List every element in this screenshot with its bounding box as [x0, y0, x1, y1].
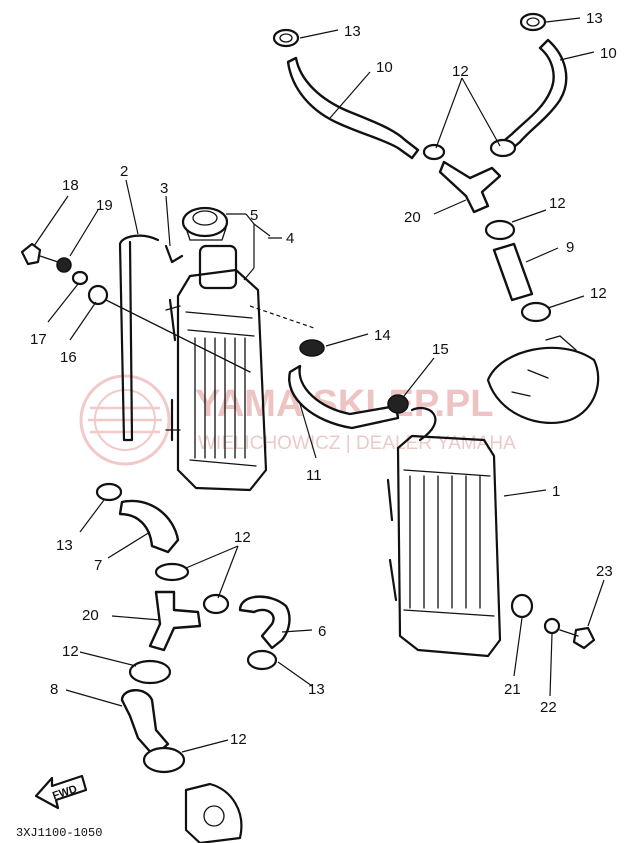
- diagram-code: 3XJ1100-1050: [16, 826, 102, 840]
- clip-3: [164, 244, 184, 264]
- clamp-12-lower-a: [154, 562, 190, 582]
- callout-8: 8: [50, 681, 58, 698]
- joint-20-lower: [148, 590, 202, 652]
- pump-housing-lower: [184, 782, 243, 843]
- hose-7: [118, 499, 180, 554]
- callout-16: 16: [60, 349, 77, 366]
- callout-20: 20: [404, 209, 421, 226]
- callout-20: 20: [82, 607, 99, 624]
- callout-13: 13: [344, 23, 361, 40]
- clamp-14: [299, 339, 325, 357]
- filler-neck: [198, 244, 238, 290]
- leader-lines: [33, 17, 605, 753]
- joint-20-upper: [438, 160, 502, 214]
- callout-13: 13: [586, 10, 603, 27]
- clamp-13-upper-right: [519, 12, 547, 32]
- callout-5: 5: [250, 207, 258, 224]
- callout-14: 14: [374, 327, 391, 344]
- breather-pipe: [118, 234, 160, 442]
- clamp-12-mid: [484, 219, 516, 241]
- callout-4: 4: [286, 230, 294, 247]
- callout-3: 3: [160, 180, 168, 197]
- callout-21: 21: [504, 681, 521, 698]
- callout-10: 10: [600, 45, 617, 62]
- clamp-12-lower-c: [128, 659, 172, 685]
- clamp-12-upper-a: [422, 143, 446, 161]
- fwd-arrow: FWD: [34, 774, 88, 810]
- clamp-13-lower-right: [246, 649, 278, 671]
- hose-6: [238, 595, 291, 650]
- callout-9: 9: [566, 239, 574, 256]
- radiator-left: [165, 244, 268, 492]
- callout-22: 22: [540, 699, 557, 716]
- bolt-18: [20, 242, 59, 266]
- callout-13: 13: [308, 681, 325, 698]
- callout-12: 12: [62, 643, 79, 660]
- hose-10-right: [498, 38, 568, 154]
- callout-2: 2: [120, 163, 128, 180]
- callout-15: 15: [432, 341, 449, 358]
- clamp-15: [387, 394, 409, 414]
- radiator-right: [386, 407, 502, 658]
- grommet-16: [87, 284, 109, 306]
- callout-6: 6: [318, 623, 326, 640]
- washer-19: [56, 257, 72, 273]
- clamp-13-lower-left: [95, 482, 123, 502]
- hose-10-left: [286, 56, 420, 160]
- lower-hose-assembly: [95, 482, 291, 843]
- callout-17: 17: [30, 331, 47, 348]
- clamp-12-lower-d: [142, 746, 186, 774]
- pump-cover-upper: [486, 335, 600, 425]
- callout-18: 18: [62, 177, 79, 194]
- clamp-12-lower-b: [202, 593, 230, 615]
- callout-23: 23: [596, 563, 613, 580]
- callout-12: 12: [590, 285, 607, 302]
- callout-12: 12: [452, 63, 469, 80]
- callout-11: 11: [306, 467, 322, 484]
- callout-labels: 13 13 10 10 12 12 12 20 9 18 2 3 19 5 4 …: [30, 10, 617, 748]
- grommet-21: [510, 593, 534, 619]
- callout-7: 7: [94, 557, 102, 574]
- hose-8: [120, 689, 170, 758]
- collar-17: [71, 270, 89, 286]
- callout-10: 10: [376, 59, 393, 76]
- clamp-12-lower: [520, 301, 552, 323]
- callout-12: 12: [230, 731, 247, 748]
- clamp-12-upper-b: [489, 138, 517, 158]
- collar-22: [543, 617, 561, 635]
- bolt-23: [559, 626, 596, 650]
- callout-19: 19: [96, 197, 113, 214]
- watermark-subtitle: WIELICHOWICZ | DEALER YAMAHA: [198, 433, 516, 454]
- callout-1: 1: [552, 483, 560, 500]
- watermark-logo: [79, 374, 171, 466]
- clamp-13-upper-left: [272, 28, 300, 48]
- hose-9: [492, 242, 534, 302]
- callout-13: 13: [56, 537, 73, 554]
- callout-12: 12: [549, 195, 566, 212]
- callout-12: 12: [234, 529, 251, 546]
- upper-hose-assembly: [272, 12, 568, 323]
- radiator-cap: [181, 206, 229, 241]
